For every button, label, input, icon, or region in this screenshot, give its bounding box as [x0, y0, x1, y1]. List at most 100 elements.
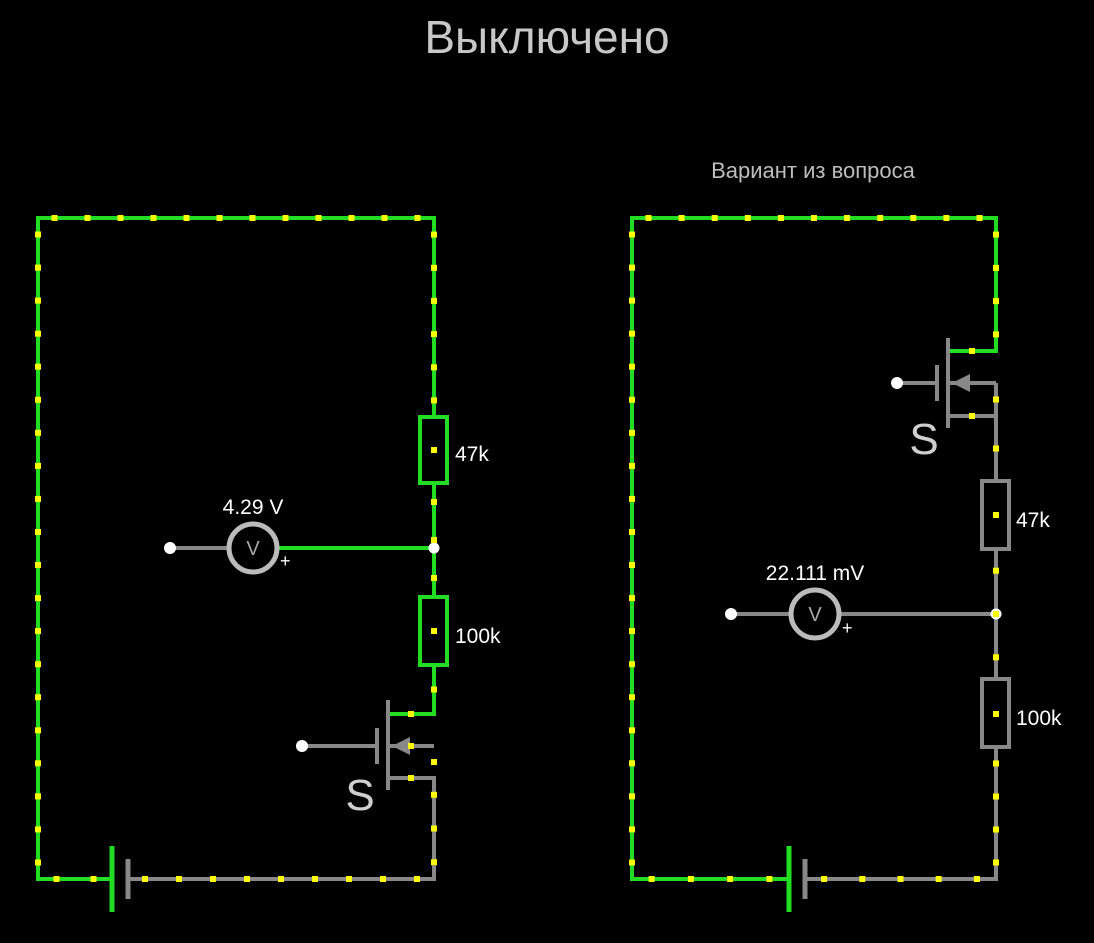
current-dot [629, 363, 635, 370]
current-dot [35, 826, 41, 833]
left-current-dots [35, 215, 437, 882]
current-dot [648, 876, 655, 882]
right-resistor-47k[interactable] [980, 479, 1011, 551]
current-dot [431, 264, 437, 271]
current-dot [629, 595, 635, 602]
left-voltmeter-reading: 4.29 V [223, 496, 284, 519]
current-dot [629, 661, 635, 668]
current-dot [35, 694, 41, 701]
current-dot [282, 215, 289, 221]
current-dot [35, 562, 41, 568]
current-dot [183, 215, 190, 221]
current-dot [408, 743, 414, 749]
current-dot [84, 215, 91, 221]
current-dot [993, 760, 999, 767]
right-wire-return[interactable] [805, 747, 998, 881]
left-wire-to-mosfet[interactable] [388, 665, 436, 716]
current-dot [993, 859, 999, 866]
left-voltmeter-probe-dot[interactable] [164, 542, 176, 554]
current-dot [35, 793, 41, 800]
left-mosfet-gate-dot [296, 740, 308, 752]
current-dot [629, 330, 635, 337]
current-dot [431, 331, 437, 338]
left-mosfet[interactable] [296, 700, 410, 790]
current-dot [859, 876, 866, 882]
left-node-dot [428, 542, 440, 554]
left-r1-label: 47k [455, 443, 489, 466]
current-dot [811, 215, 817, 221]
current-dot [35, 859, 41, 866]
current-dot [993, 231, 999, 238]
current-dot [877, 215, 884, 221]
current-dot [629, 628, 635, 635]
current-dot [969, 413, 975, 419]
left-wire-return[interactable] [128, 776, 436, 881]
current-dot [969, 348, 975, 354]
current-dot [629, 264, 635, 271]
left-voltmeter[interactable] [226, 521, 280, 575]
right-wire-source-down[interactable] [948, 414, 998, 481]
current-dot [943, 215, 950, 221]
current-dot [629, 562, 635, 568]
current-dot [431, 575, 437, 581]
current-dot [216, 215, 223, 221]
current-dot [35, 760, 41, 767]
current-dot [431, 447, 437, 453]
current-dot [35, 231, 41, 238]
right-mosfet[interactable] [891, 338, 970, 428]
right-voltmeter-probe-dot[interactable] [725, 608, 737, 620]
left-wire-loop[interactable] [36, 216, 436, 881]
right-resistor-100k[interactable] [980, 677, 1011, 749]
current-dot [431, 231, 437, 238]
current-dot [431, 297, 437, 304]
current-dot [993, 654, 999, 661]
current-dot [53, 876, 60, 882]
current-dot [408, 775, 414, 781]
current-dot [973, 876, 980, 882]
current-dot [993, 711, 999, 717]
current-dot [35, 264, 41, 271]
current-dot [993, 264, 999, 271]
current-dot [993, 826, 999, 833]
left-resistor-100k[interactable] [418, 595, 449, 667]
right-voltmeter[interactable] [788, 587, 842, 641]
left-resistor-47k[interactable] [418, 415, 449, 485]
right-voltmeter-reading: 22.111 mV [766, 562, 864, 585]
current-dot [993, 331, 999, 338]
current-dot [993, 611, 999, 617]
current-dot [35, 495, 41, 502]
current-dot [431, 537, 437, 543]
current-dot [35, 297, 41, 304]
current-dot [244, 876, 250, 882]
current-dot [408, 711, 414, 717]
left-circuit[interactable]: 47k 100k V + 4.29 V S [35, 215, 501, 912]
left-switch-label: S [345, 771, 374, 820]
current-dot [821, 876, 828, 882]
current-dot [35, 727, 41, 734]
current-dot [414, 876, 420, 882]
current-dot [35, 628, 41, 635]
current-dot [431, 499, 437, 505]
current-dot [629, 793, 635, 800]
current-dot [993, 567, 999, 574]
right-mosfet-gate-dot [891, 377, 903, 389]
current-dot [645, 215, 652, 221]
current-dot [993, 298, 999, 305]
current-dot [431, 686, 437, 693]
right-wire-loop[interactable] [630, 216, 998, 881]
current-dot [844, 215, 851, 221]
current-dot [629, 396, 635, 403]
current-dot [993, 512, 999, 518]
right-switch-label: S [909, 415, 938, 464]
right-circuit[interactable]: 47k 100k V + 22.111 mV S [629, 215, 1062, 912]
right-circuit-caption: Вариант из вопроса [711, 158, 915, 183]
current-dot [431, 791, 437, 798]
current-dot [629, 727, 635, 734]
current-dot [35, 595, 41, 602]
current-dot [766, 876, 773, 882]
current-dot [117, 215, 124, 221]
current-dot [312, 876, 318, 882]
current-dot [897, 876, 904, 882]
current-dot [629, 760, 635, 767]
